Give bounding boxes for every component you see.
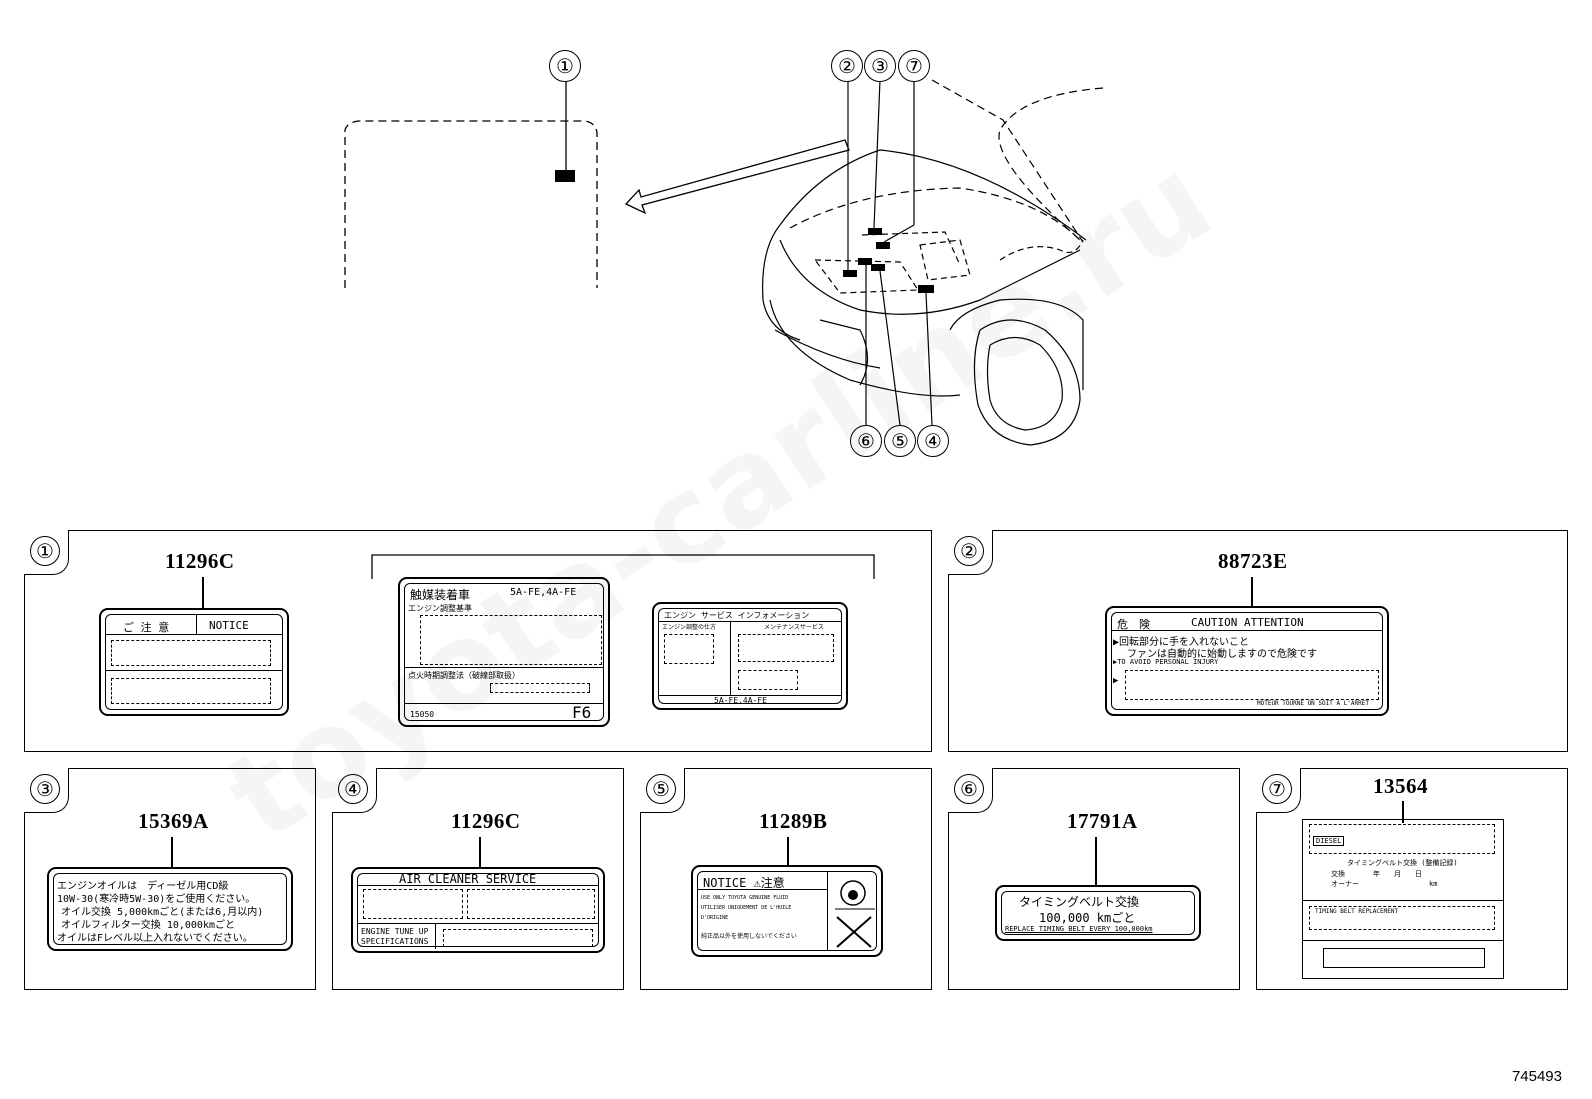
label-3-marker: [868, 228, 882, 235]
notice-fluid-label: NOTICE ⚠注意 USE ONLY TOYOTA GENUINE FLUID…: [691, 865, 883, 957]
panel-2: ② 88723E 危 険 CAUTION ATTENTION ▶回転部分に手を入…: [948, 530, 1568, 752]
vehicle-illustration: [344, 79, 1104, 446]
panel-6-tab: ⑥: [948, 768, 993, 813]
diagram-id: 745493: [1511, 1068, 1562, 1085]
panel-1-tab: ①: [24, 530, 69, 575]
panel-5-tab: ⑤: [640, 768, 685, 813]
caution-label: 危 険 CAUTION ATTENTION ▶回転部分に手を入れないこと ファン…: [1105, 606, 1389, 716]
air-cleaner-label: AIR CLEANER SERVICE ENGINE TUNE UP SPECI…: [351, 867, 605, 953]
callout-4[interactable]: ④: [917, 425, 949, 457]
panel-7: ⑦ 13564 DIESEL タイミングベルト交換 (整備記録) 交換 年 月 …: [1256, 768, 1568, 990]
label-2-marker: [843, 270, 857, 277]
panel-2-tab: ②: [948, 530, 993, 575]
part-number-88723E[interactable]: 88723E: [1218, 549, 1288, 573]
hood-panel-outline: [344, 120, 598, 288]
part-number-15369A[interactable]: 15369A: [138, 809, 209, 833]
engine-oil-label: エンジンオイルは ディーゼル用CD級 10W-30(寒冷時5W-30)をご使用く…: [47, 867, 293, 951]
part-number-11289B[interactable]: 11289B: [759, 809, 828, 833]
label-1-marker: [555, 170, 575, 182]
label-4-marker: [918, 285, 934, 293]
callout-5[interactable]: ⑤: [884, 425, 916, 457]
timing-belt-label: タイミングベルト交換 100,000 kmごと REPLACE TIMING B…: [995, 885, 1201, 941]
part-number-17791A[interactable]: 17791A: [1067, 809, 1138, 833]
callout-6[interactable]: ⑥: [850, 425, 882, 457]
label-group-bracket: [371, 554, 875, 579]
panel-7-tab: ⑦: [1256, 768, 1301, 813]
panel-4-tab: ④: [332, 768, 377, 813]
direction-arrow: [624, 139, 850, 215]
engine-info-label: エンジン サービス インフォメーション エンジン調整の仕方 メンテナンスサービス…: [652, 602, 848, 710]
callout-2[interactable]: ②: [831, 50, 863, 82]
catalyst-label: 触媒装着車 5A-FE,4A-FE エンジン調整基準 点火時期調整法（破線部取扱…: [398, 577, 610, 727]
panel-5: ⑤ 11289B NOTICE ⚠注意 USE ONLY TOYOTA GENU…: [640, 768, 932, 990]
callout-7[interactable]: ⑦: [898, 50, 930, 82]
callout-1[interactable]: ①: [549, 50, 581, 82]
label-6-marker: [858, 258, 872, 265]
part-number-11296C-air[interactable]: 11296C: [451, 809, 521, 833]
callout-3[interactable]: ③: [864, 50, 896, 82]
label-5-marker: [871, 264, 885, 271]
label-7-marker: [876, 242, 890, 249]
no-fluid-icon: [835, 880, 875, 948]
panel-3: ③ 15369A エンジンオイルは ディーゼル用CD級 10W-30(寒冷時5W…: [24, 768, 316, 990]
notice-label: ご 注 意 NOTICE: [99, 608, 289, 716]
panel-3-tab: ③: [24, 768, 69, 813]
panel-1: ① 11296C ご 注 意 NOTICE 触媒装着車 5A-FE,4A-FE …: [24, 530, 932, 752]
part-number-11296C[interactable]: 11296C: [165, 549, 235, 573]
belt-record-label: DIESEL タイミングベルト交換 (整備記録) 交換 年 月 日 オーナー k…: [1302, 819, 1504, 979]
part-number-13564[interactable]: 13564: [1373, 774, 1428, 798]
panel-6: ⑥ 17791A タイミングベルト交換 100,000 kmごと REPLACE…: [948, 768, 1240, 990]
panel-4: ④ 11296C AIR CLEANER SERVICE ENGINE TUNE…: [332, 768, 624, 990]
